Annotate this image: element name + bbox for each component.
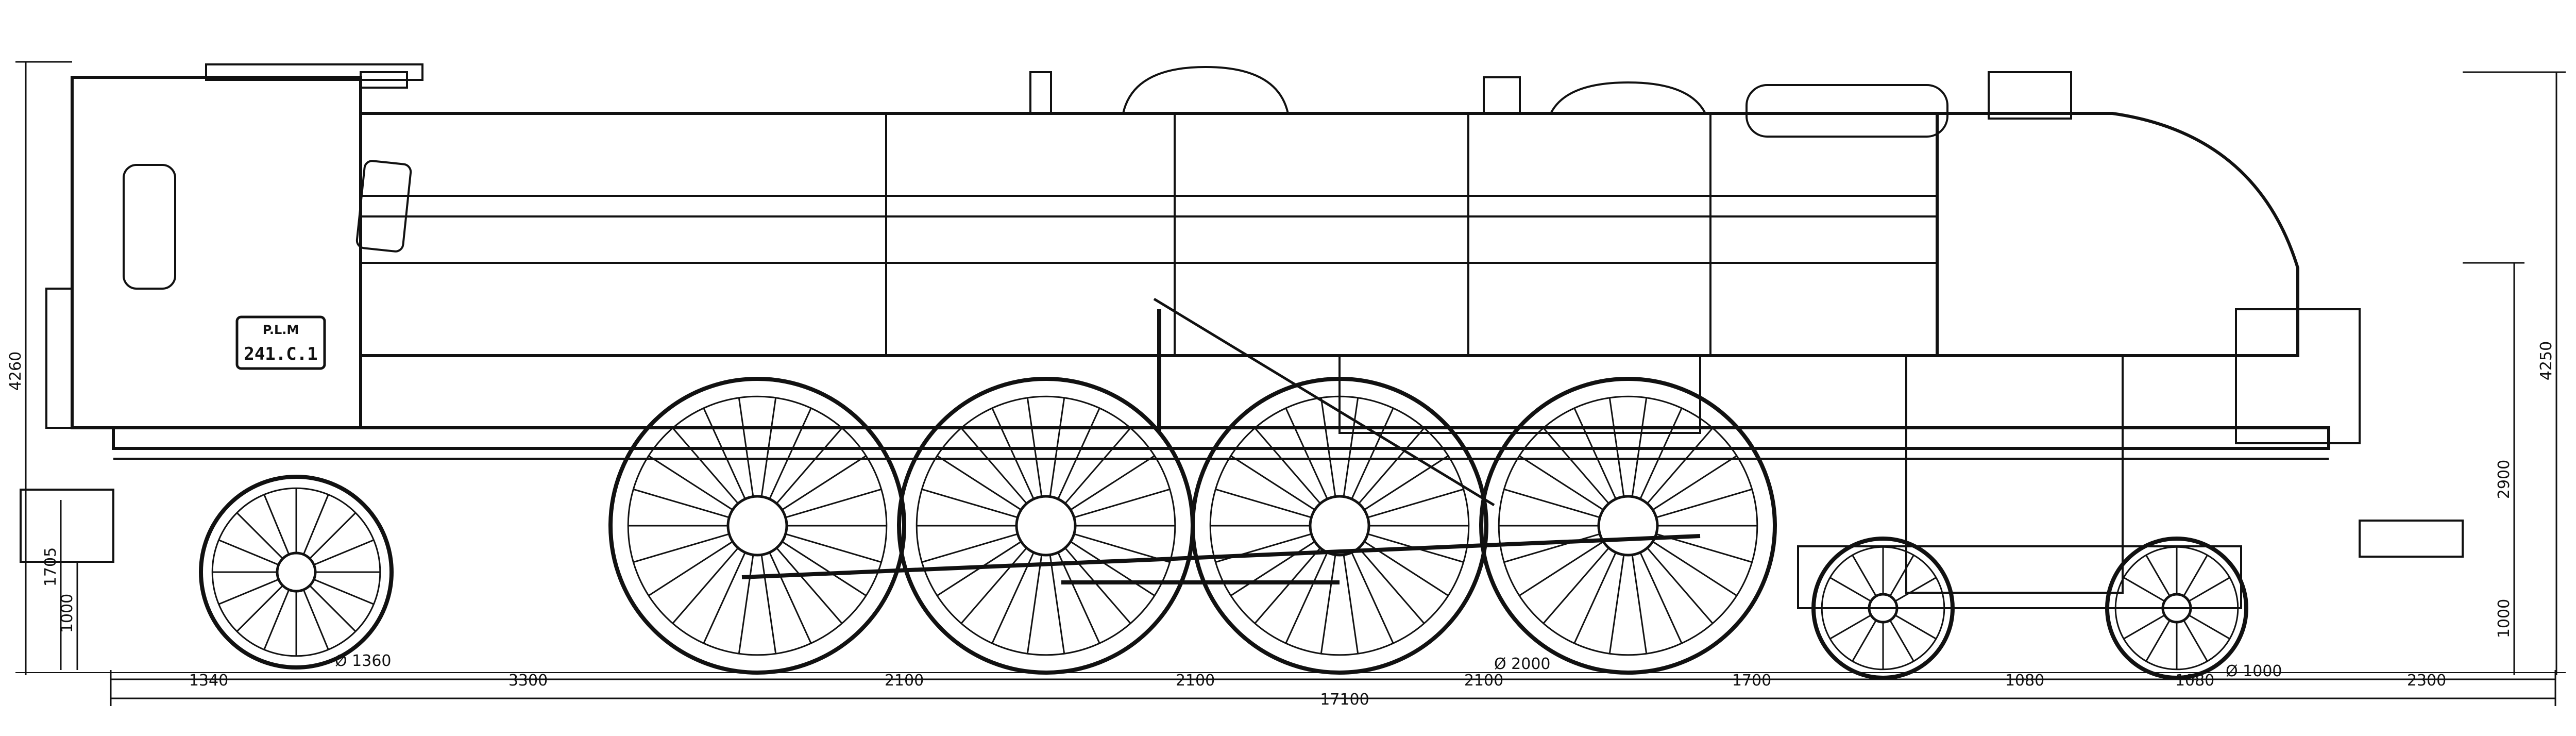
cab xyxy=(45,63,423,429)
dim-buffer-height-front: 1000 xyxy=(2495,599,2513,638)
bogie-wheel-1 xyxy=(1811,537,1955,680)
trailing-wheel xyxy=(199,475,394,670)
driving-wheel-1 xyxy=(608,377,906,675)
dim-axle-height-rear: 1705 xyxy=(42,547,60,587)
dim-buffer-height-rear: 1000 xyxy=(58,594,76,633)
dim-overall-length: 17100 xyxy=(1320,691,1369,709)
driving-wheel-4 xyxy=(1479,377,1777,675)
dim-spacing-1: 1340 xyxy=(189,672,228,690)
bogie-wheel-2 xyxy=(2105,537,2248,680)
dim-overall-height-front: 4250 xyxy=(2537,341,2555,380)
spacing-labels: 1340 3300 2100 2100 2100 1700 1080 1080 2300 xyxy=(189,672,2446,690)
dim-spacing-6: 1700 xyxy=(1732,672,1771,690)
dim-wheel-bogie: Ø 1000 xyxy=(2226,662,2282,680)
plate-company: P.L.M xyxy=(263,323,299,337)
dim-spacing-8: 1080 xyxy=(2175,672,2214,690)
dim-wheel-trailing: Ø 1360 xyxy=(335,652,392,670)
driving-wheel-3 xyxy=(1191,377,1488,675)
dimension-lines xyxy=(15,61,2566,706)
domes xyxy=(1029,65,1706,114)
smokebox xyxy=(1745,71,2299,357)
dim-spacing-3: 2100 xyxy=(885,672,924,690)
dim-spacing-5: 2100 xyxy=(1464,672,1503,690)
plate-number: 241.C.1 xyxy=(244,344,317,364)
number-plate: P.L.M 241.C.1 xyxy=(235,315,326,370)
boiler xyxy=(359,112,1939,357)
dim-spacing-7: 1080 xyxy=(2005,672,2044,690)
dimension-labels: 4260 1705 1000 4250 2900 1000 Ø 1360 Ø 2… xyxy=(7,341,2555,709)
dim-wheel-driving: Ø 2000 xyxy=(1494,655,1551,673)
dim-spacing-9: 2300 xyxy=(2407,672,2446,690)
dim-boiler-axis-front: 2900 xyxy=(2495,460,2513,499)
dim-spacing-4: 2100 xyxy=(1176,672,1215,690)
driving-wheel-2 xyxy=(897,377,1195,675)
dim-spacing-2: 3300 xyxy=(509,672,548,690)
wheels xyxy=(199,377,2248,680)
dim-overall-height-rear: 4260 xyxy=(7,352,25,391)
frame xyxy=(112,308,2361,594)
valve-gear xyxy=(741,297,1701,584)
buffers xyxy=(20,489,2464,563)
